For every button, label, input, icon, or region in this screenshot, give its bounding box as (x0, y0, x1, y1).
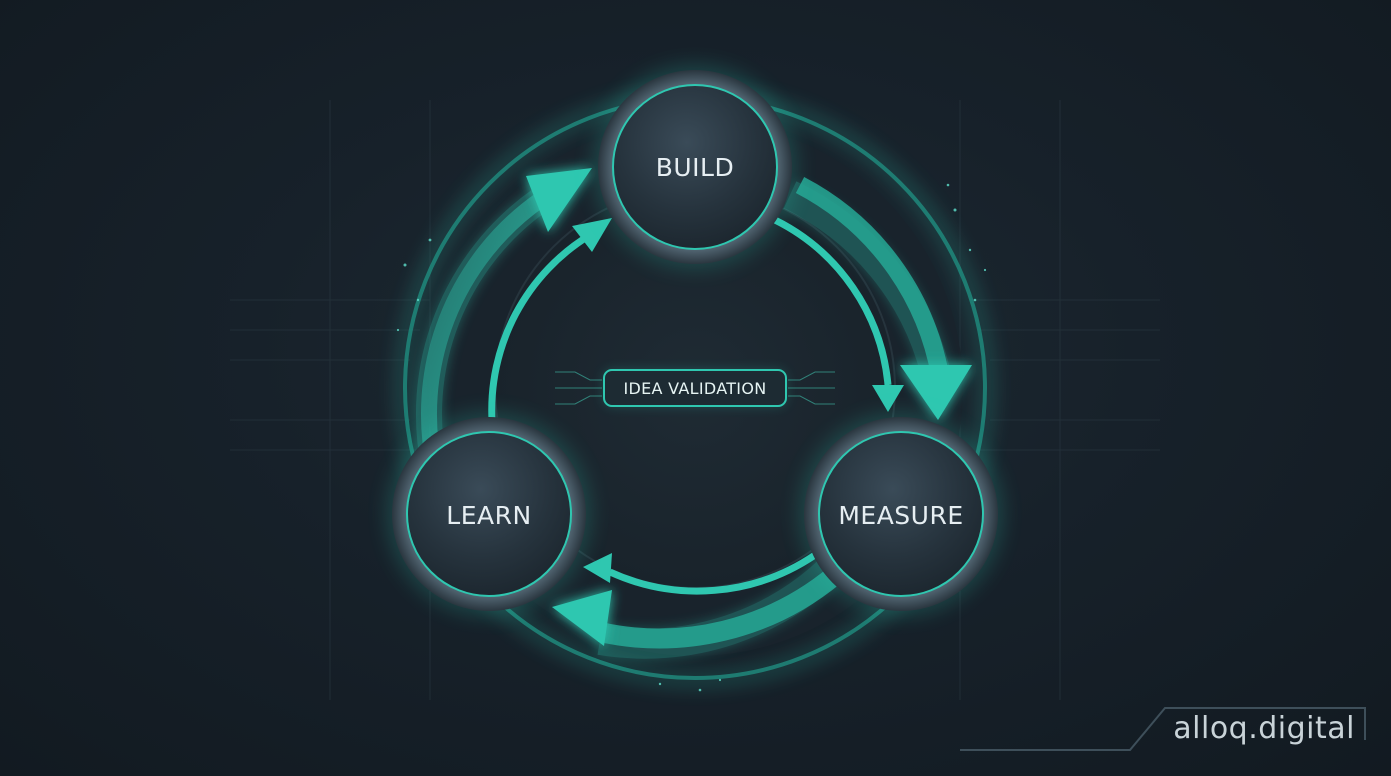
learn-node: LEARN (387, 412, 591, 616)
brand-trace (960, 707, 1366, 751)
build-label: BUILD (656, 153, 735, 182)
center-traces (555, 371, 835, 405)
arrow-build-to-measure (773, 177, 972, 420)
glow-particles (396, 183, 987, 692)
measure-label: MEASURE (838, 501, 963, 530)
idea-validation-label: IDEA VALIDATION (624, 379, 767, 398)
build-node: BUILD (593, 65, 797, 269)
arrow-measure-to-learn (552, 549, 851, 659)
learn-label: LEARN (446, 501, 531, 530)
idea-validation-pill: IDEA VALIDATION (603, 369, 787, 407)
measure-node: MEASURE (799, 412, 1003, 616)
arrow-learn-to-build (415, 168, 612, 473)
brand-logo-text: alloq.digital (1173, 711, 1355, 746)
